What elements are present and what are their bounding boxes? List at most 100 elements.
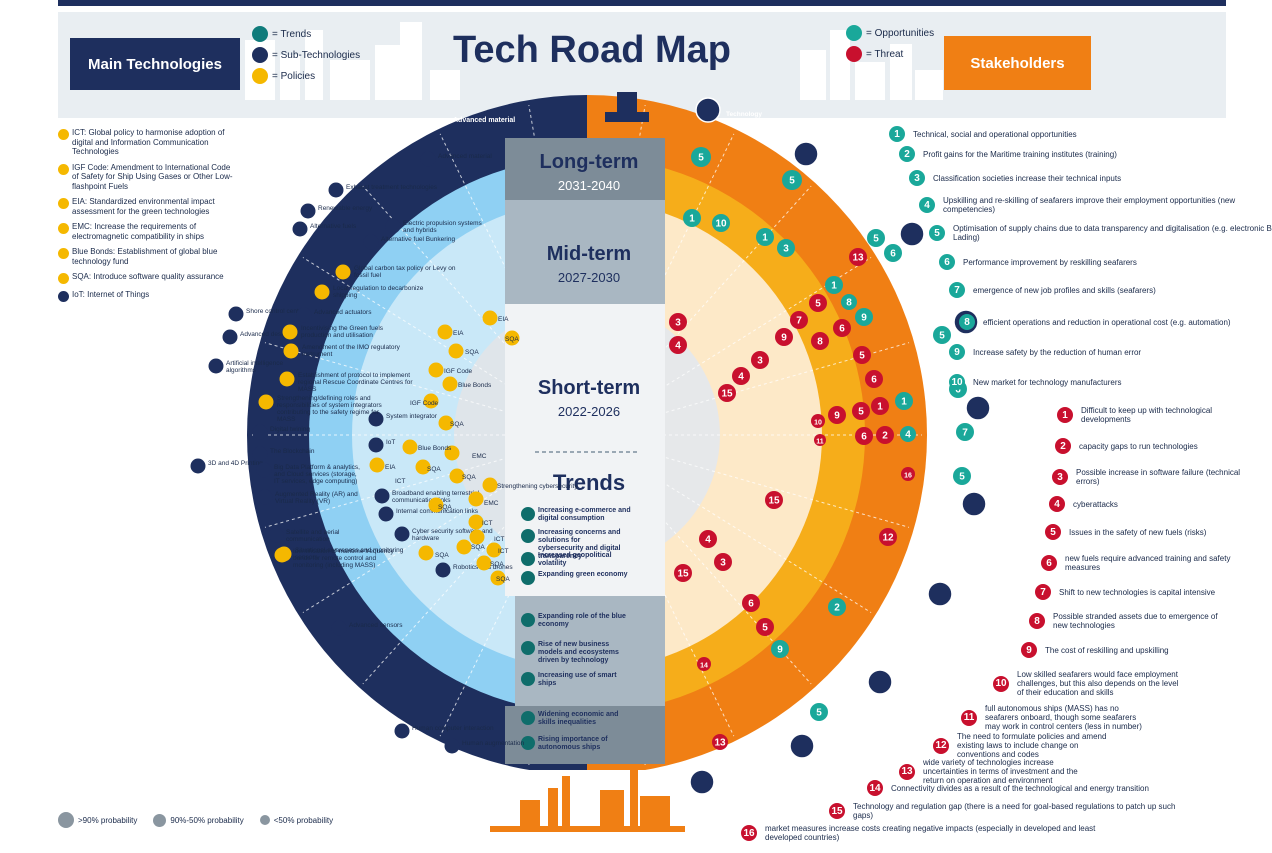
label-line: Human computer interaction — [412, 725, 494, 732]
main-technology-label: Human augmentation — [440, 785, 512, 792]
policy-legend-item: IGF Code: Amendment to International Cod… — [58, 163, 236, 192]
label-line: Augmented Reality (AR) and — [275, 491, 358, 498]
marker-number: 2 — [834, 603, 840, 614]
label-line: Increased geopolitical — [538, 552, 612, 559]
label-line: Expanding green economy — [538, 571, 628, 578]
opportunity-text: Performance improvement by reskilling se… — [963, 257, 1137, 267]
policy-short-label: ICT — [395, 478, 406, 485]
divider-line — [302, 257, 528, 399]
main-technology-label: Robotics and drones — [328, 742, 398, 749]
label-line: IoT — [386, 439, 395, 446]
stakeholder-icon — [961, 491, 987, 517]
label-line: Advanced actuators — [314, 309, 372, 316]
policy-dot-short — [423, 393, 439, 409]
label-line: Exhaust treatment technologies — [346, 184, 438, 191]
label-line: and hybrids — [403, 227, 437, 234]
sub-technology-dot — [222, 329, 238, 345]
short-term-years: 2022-2026 — [558, 404, 620, 419]
policy-legend-text: IGF Code: Amendment to International Cod… — [72, 162, 233, 191]
label-line: Alternative fuel Bunkering — [381, 236, 455, 243]
threat-text: Connectivity divides as a result of the … — [891, 783, 1149, 793]
sub-technology-label: Big Data Platform & analytics,and Cloud … — [274, 464, 360, 485]
marker-circle — [742, 594, 760, 612]
marker-number: 5 — [762, 623, 768, 634]
short-term-band — [505, 304, 665, 596]
marker-circle — [841, 294, 857, 310]
threat-marker: 2 — [876, 426, 894, 444]
policy-dot-short — [438, 415, 454, 431]
policy-legend-dot — [58, 223, 69, 234]
label-line: Advanced material — [438, 153, 492, 160]
sub-technology-label: System integrator — [386, 413, 438, 420]
marker-circle — [771, 640, 789, 658]
marker-number: 15 — [721, 389, 733, 400]
label-line: Shippers / — [992, 505, 1024, 512]
policy-legend-dot — [58, 163, 69, 175]
stakeholder-icon — [789, 733, 815, 759]
label-line: Local regulation to decarbonize — [333, 285, 424, 292]
stakeholder-icon — [899, 221, 925, 247]
marker-number: 5 — [939, 331, 945, 342]
policy-legend-item: EMC: Increase the requirements of electr… — [58, 222, 236, 241]
trend-dot — [521, 552, 535, 566]
legend-label: = Policies — [272, 70, 316, 82]
opportunity-marker: 4 — [900, 426, 916, 442]
divider-line — [654, 342, 910, 417]
label-line: emission — [275, 183, 305, 190]
policy-legend-text: Blue Bonds: Establishment of global blue… — [72, 247, 218, 266]
marker-circle — [901, 467, 915, 481]
marker-circle — [811, 414, 825, 428]
policy-legend-text: EMC: Increase the requirements of electr… — [72, 222, 205, 241]
label-line: models and ecosystems — [538, 649, 619, 656]
sub-technology-label: Human computer interaction — [412, 725, 494, 732]
sub-technology-dot — [368, 437, 384, 453]
marker-number: 11 — [816, 439, 824, 446]
policy-dot-short — [415, 459, 431, 475]
threat-marker: 5 — [809, 294, 827, 312]
label-line: societies — [824, 162, 852, 169]
short-term-label: Short-term — [538, 377, 640, 399]
probability-label: >90% probability — [78, 815, 138, 825]
threat-number: 4 — [1049, 496, 1065, 512]
sub-technology-dot — [368, 411, 384, 427]
label-line: The Blockchain — [270, 448, 315, 455]
label-line: Regulators and — [958, 595, 1005, 602]
marker-number: 3 — [757, 356, 763, 367]
stakeholder-label: Ports — [984, 323, 1001, 330]
marker-number: 15 — [768, 496, 780, 507]
stakeholder-icon — [867, 669, 893, 695]
main-technology-label: Cyber security — [208, 657, 257, 664]
label-line: and Cloud services (storage, — [274, 471, 357, 478]
policy-dot-short — [448, 343, 464, 359]
policy-short-label: SQA — [505, 336, 519, 343]
marker-circle — [871, 397, 889, 415]
marker-number: 6 — [955, 385, 961, 396]
marker-circle — [895, 392, 913, 410]
label-line: ships — [538, 680, 556, 687]
threat-marker: 15 — [674, 564, 692, 582]
policy-short-label: Strengthening cybersecurity — [497, 483, 578, 490]
threat-text: Difficult to keep up with technological … — [1081, 406, 1213, 424]
legend-dot — [846, 46, 862, 62]
label-line: autonomous ships — [538, 744, 600, 751]
opportunity-text: emergence of new job profiles and skills… — [973, 285, 1156, 295]
stakeholder-label: Ship owners /operators — [930, 235, 972, 249]
probability-dot — [58, 812, 74, 828]
sub-technology-dot — [378, 506, 394, 522]
label-line: hardware — [412, 535, 439, 542]
long-term-label: Long-term — [540, 151, 639, 173]
